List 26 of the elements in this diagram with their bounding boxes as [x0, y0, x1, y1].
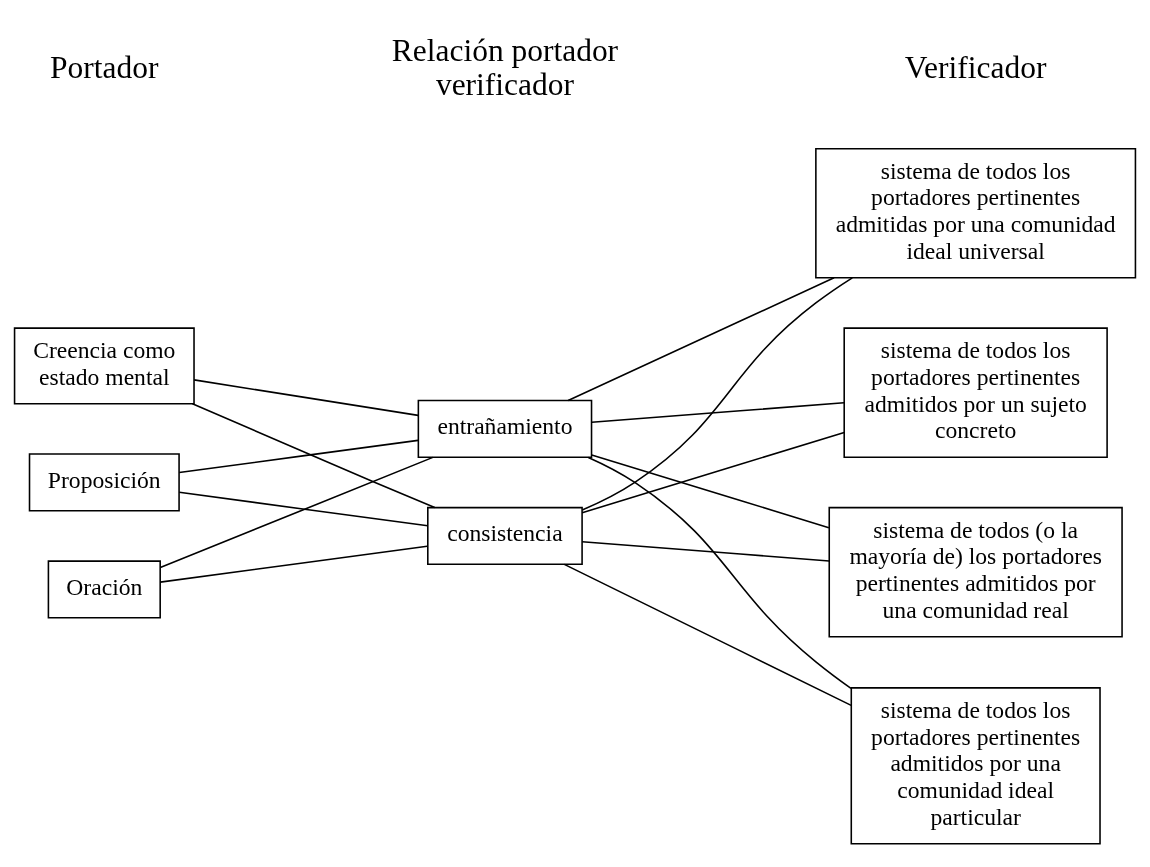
connector: [590, 401, 845, 423]
node-box: Creencia como estado mental: [13, 326, 195, 404]
node-box: sistema de todos los portadores pertinentes admitidos por una comunidad ideal particular: [850, 686, 1101, 844]
label: Verificador: [904, 49, 1047, 85]
node-box: Proposición: [28, 452, 180, 512]
connector: [193, 378, 419, 416]
connector: [581, 540, 830, 562]
connector: [567, 276, 835, 401]
connector: [178, 491, 429, 527]
node-box: sistema de todos los portadores pertinentes admitidas por una comunidad ideal universal: [815, 147, 1137, 279]
connector: [581, 431, 845, 514]
connector: [590, 453, 830, 528]
node-box: sistema de todos (o la mayoría de) los portadores pertinentes admitidos por una comunidad real: [828, 506, 1123, 637]
node-box: consistencia: [427, 506, 583, 565]
connector: [159, 456, 434, 568]
connector: [563, 563, 852, 706]
connector: [191, 402, 436, 508]
label: Relación portador verificador: [391, 32, 619, 102]
connector: [159, 544, 428, 583]
connector: [587, 456, 852, 689]
connector: [178, 439, 419, 473]
node-box: Oración: [47, 559, 161, 619]
connector: [581, 276, 854, 511]
label: Portador: [50, 49, 159, 85]
node-box: entrañamiento: [417, 399, 593, 458]
node-box: sistema de todos los portadores pertinentes admitidos por un sujeto concreto: [843, 326, 1108, 458]
